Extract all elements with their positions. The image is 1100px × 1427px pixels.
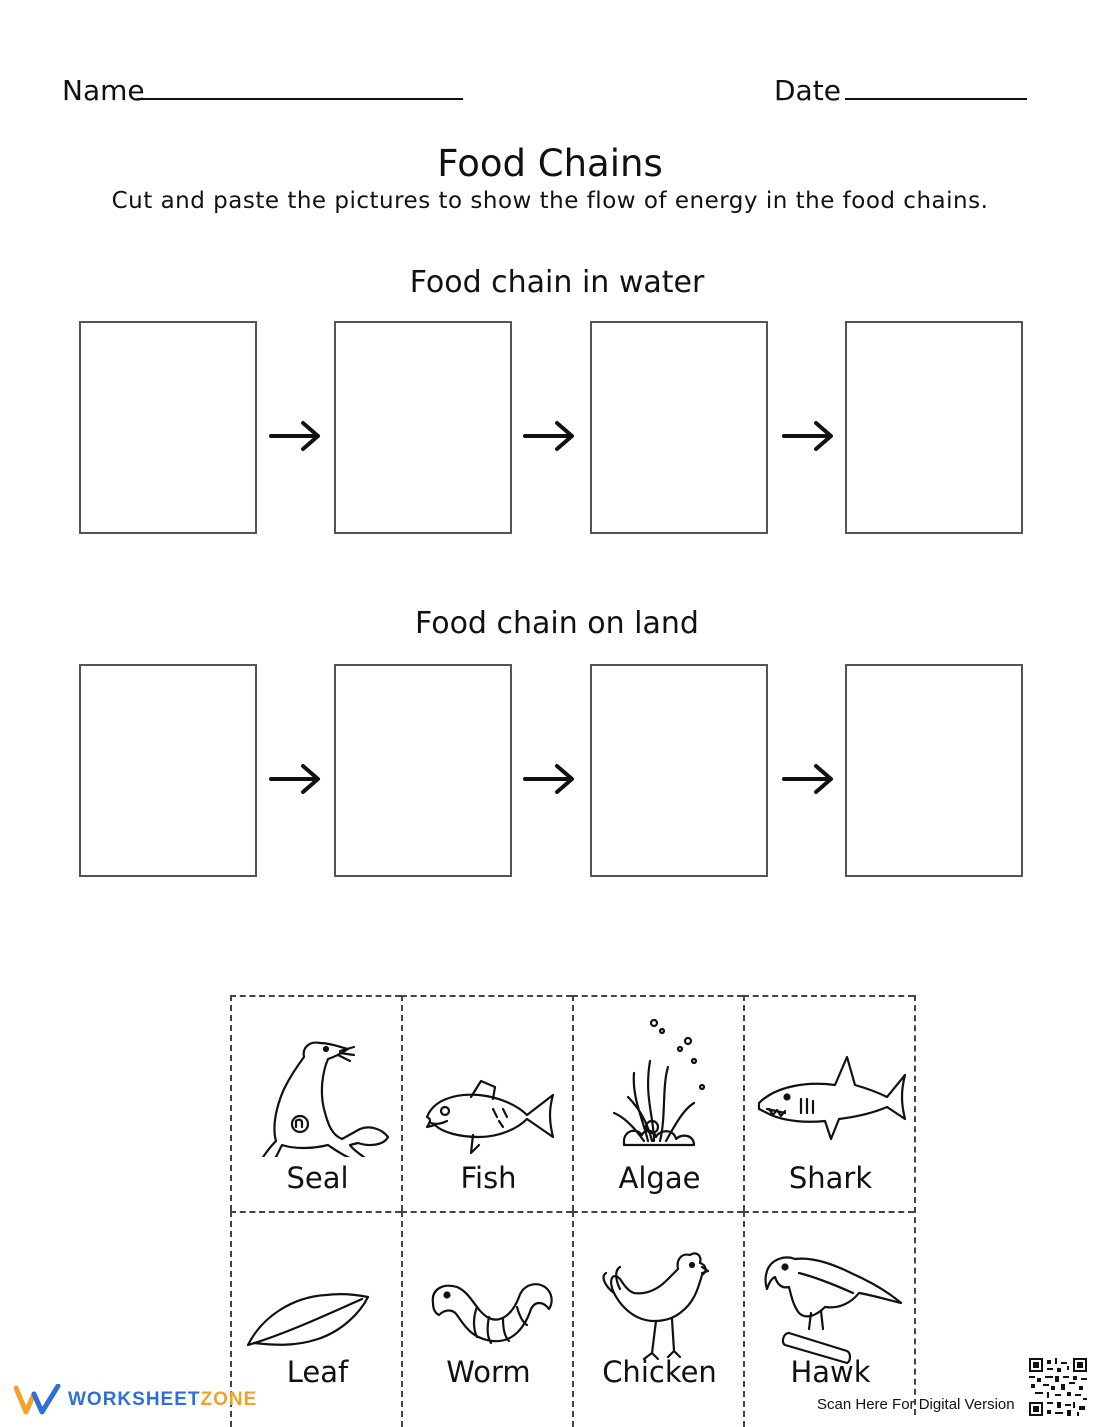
instructions: Cut and paste the pictures to show the f… <box>111 188 989 214</box>
cutout-card-leaf[interactable]: Leaf <box>230 1211 401 1427</box>
date-field[interactable] <box>845 98 1027 100</box>
section-title-land: Food chain on land <box>415 606 699 641</box>
arrow-right-icon <box>782 764 833 794</box>
brand-name-part1: WORKSHEET <box>68 1389 201 1410</box>
grid-border <box>914 995 916 1415</box>
paste-box-water-4[interactable] <box>845 321 1023 534</box>
arrow-right-icon <box>269 764 320 794</box>
paste-box-water-1[interactable] <box>79 321 257 534</box>
scan-caption: Scan Here For Digital Version <box>817 1396 1015 1413</box>
cutout-card-algae[interactable]: Algae <box>572 995 743 1211</box>
cutout-card-fish[interactable]: Fish <box>401 995 572 1211</box>
arrow-right-icon <box>782 421 833 451</box>
paste-box-water-2[interactable] <box>334 321 512 534</box>
cutout-label: Algae <box>618 1161 701 1195</box>
leaf-icon <box>246 1293 370 1347</box>
paste-box-land-1[interactable] <box>79 664 257 877</box>
qr-code-icon[interactable] <box>1029 1358 1087 1416</box>
seal-icon <box>261 1041 390 1157</box>
section-title-water: Food chain in water <box>409 265 705 300</box>
arrow-right-icon <box>523 421 574 451</box>
brand-name-part2: ZONE <box>200 1389 258 1410</box>
cutout-label: Leaf <box>286 1355 349 1389</box>
hawk-icon <box>764 1256 903 1365</box>
cutout-card-chicken[interactable]: Chicken <box>572 1211 743 1427</box>
cutout-card-hawk[interactable]: Hawk <box>743 1211 914 1427</box>
paste-box-land-4[interactable] <box>845 664 1023 877</box>
name-field[interactable] <box>137 98 463 100</box>
name-label: Name <box>62 74 145 107</box>
paste-box-water-3[interactable] <box>590 321 768 534</box>
arrow-right-icon <box>523 764 574 794</box>
cutout-card-shark[interactable]: Shark <box>743 995 914 1211</box>
paste-box-land-3[interactable] <box>590 664 768 877</box>
algae-icon <box>612 1018 706 1147</box>
chicken-icon <box>602 1252 710 1361</box>
cutout-label: Chicken <box>602 1355 717 1389</box>
cutout-card-seal[interactable]: Seal <box>230 995 401 1211</box>
worm-icon <box>431 1283 553 1345</box>
paste-box-land-2[interactable] <box>334 664 512 877</box>
date-label: Date <box>774 74 841 107</box>
fish-icon <box>425 1079 555 1155</box>
arrow-right-icon <box>269 421 320 451</box>
cutout-label: Fish <box>460 1161 517 1195</box>
shark-icon <box>757 1055 906 1141</box>
page-title: Food Chains <box>437 142 663 185</box>
cutout-label: Seal <box>286 1161 349 1195</box>
cutout-grid: Seal Fish Algae <box>230 995 916 1427</box>
logo-w-icon <box>14 1384 61 1415</box>
cutout-label: Shark <box>788 1161 873 1195</box>
cutout-label: Worm <box>446 1355 531 1389</box>
cutout-card-worm[interactable]: Worm <box>401 1211 572 1427</box>
cutout-label: Hawk <box>790 1355 871 1389</box>
